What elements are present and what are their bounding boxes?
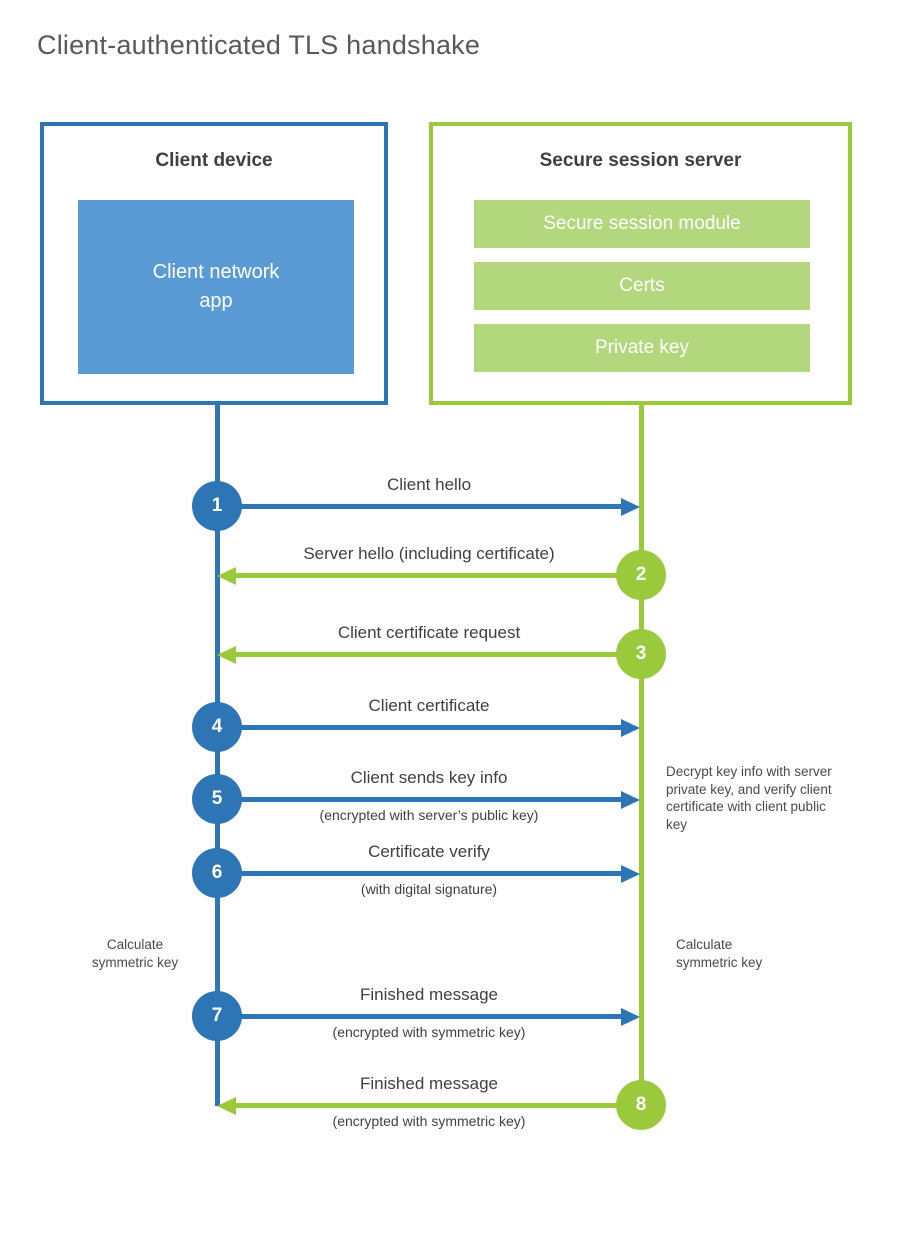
secure-session-server-box: Secure session server Secure session mod… <box>429 122 852 405</box>
arrow-client-certificate <box>217 718 640 737</box>
arrow-shaft <box>217 871 626 876</box>
arrowhead-right-icon <box>621 790 640 809</box>
message-label-1: Client hello <box>386 475 472 494</box>
client-lifeline <box>215 404 220 1106</box>
step-circle-3: 3 <box>616 629 666 679</box>
page-title: Client-authenticated TLS handshake <box>37 30 481 60</box>
message-label-3: Client certificate request <box>337 623 521 642</box>
server-module-private-key: Private key <box>474 324 810 372</box>
client-device-title: Client device <box>155 150 273 171</box>
step-number: 4 <box>211 716 223 737</box>
arrow-shaft <box>217 797 626 802</box>
arrow-certificate-verify <box>217 864 640 883</box>
message-label-2: Server hello (including certificate) <box>303 544 555 563</box>
message-label-5: Client sends key info <box>350 768 508 787</box>
arrowhead-left-icon <box>217 566 236 585</box>
arrow-finished-message-server <box>217 1096 640 1115</box>
server-module-certs: Certs <box>474 262 810 310</box>
step-number: 8 <box>635 1094 647 1115</box>
arrowhead-left-icon <box>217 645 236 664</box>
arrow-client-certificate-request <box>217 645 640 664</box>
arrow-shaft <box>217 1014 626 1019</box>
step-number: 7 <box>211 1005 223 1026</box>
step-number: 5 <box>211 788 223 809</box>
step-number: 6 <box>211 862 223 883</box>
arrowhead-right-icon <box>621 497 640 516</box>
step-circle-4: 4 <box>192 702 242 752</box>
message-sublabel-5: (encrypted with server’s public key) <box>319 807 539 823</box>
step-circle-2: 2 <box>616 550 666 600</box>
arrowhead-right-icon <box>621 864 640 883</box>
arrow-finished-message-client <box>217 1007 640 1026</box>
step-circle-7: 7 <box>192 991 242 1041</box>
client-network-app-box: Client network app <box>78 200 354 374</box>
message-label-4: Client certificate <box>368 696 490 715</box>
message-label-7: Finished message <box>360 985 498 1004</box>
message-label-8: Finished message <box>360 1074 498 1093</box>
arrow-server-hello <box>217 566 640 585</box>
arrow-client-key-info <box>217 790 640 809</box>
decrypt-key-note: Decrypt key info with server private key… <box>666 764 832 832</box>
arrow-shaft <box>217 504 626 509</box>
calculate-symmetric-key-note-server: Calculate symmetric key <box>676 937 763 970</box>
arrow-client-hello <box>217 497 640 516</box>
step-number: 3 <box>635 643 647 664</box>
server-module-secure-session: Secure session module <box>474 200 810 248</box>
calculate-symmetric-key-note-client: Calculate symmetric key <box>91 937 179 970</box>
client-network-app-label: Client network app <box>152 261 280 312</box>
secure-session-server-title: Secure session server <box>539 150 742 171</box>
step-circle-5: 5 <box>192 774 242 824</box>
client-device-box: Client device Client network app <box>40 122 388 405</box>
arrowhead-right-icon <box>621 1007 640 1026</box>
arrow-shaft <box>231 652 640 657</box>
server-lifeline <box>639 404 644 1106</box>
message-sublabel-7: (encrypted with symmetric key) <box>332 1024 526 1040</box>
message-sublabel-8: (encrypted with symmetric key) <box>332 1113 526 1129</box>
step-circle-1: 1 <box>192 481 242 531</box>
step-circle-6: 6 <box>192 848 242 898</box>
message-label-6: Certificate verify <box>368 842 490 861</box>
arrow-shaft <box>217 725 626 730</box>
arrow-shaft <box>231 573 640 578</box>
step-number: 1 <box>211 495 223 516</box>
arrowhead-left-icon <box>217 1096 236 1115</box>
step-circle-8: 8 <box>616 1080 666 1130</box>
step-number: 2 <box>635 564 647 585</box>
arrow-shaft <box>231 1103 640 1108</box>
arrowhead-right-icon <box>621 718 640 737</box>
message-sublabel-6: (with digital signature) <box>360 881 498 897</box>
